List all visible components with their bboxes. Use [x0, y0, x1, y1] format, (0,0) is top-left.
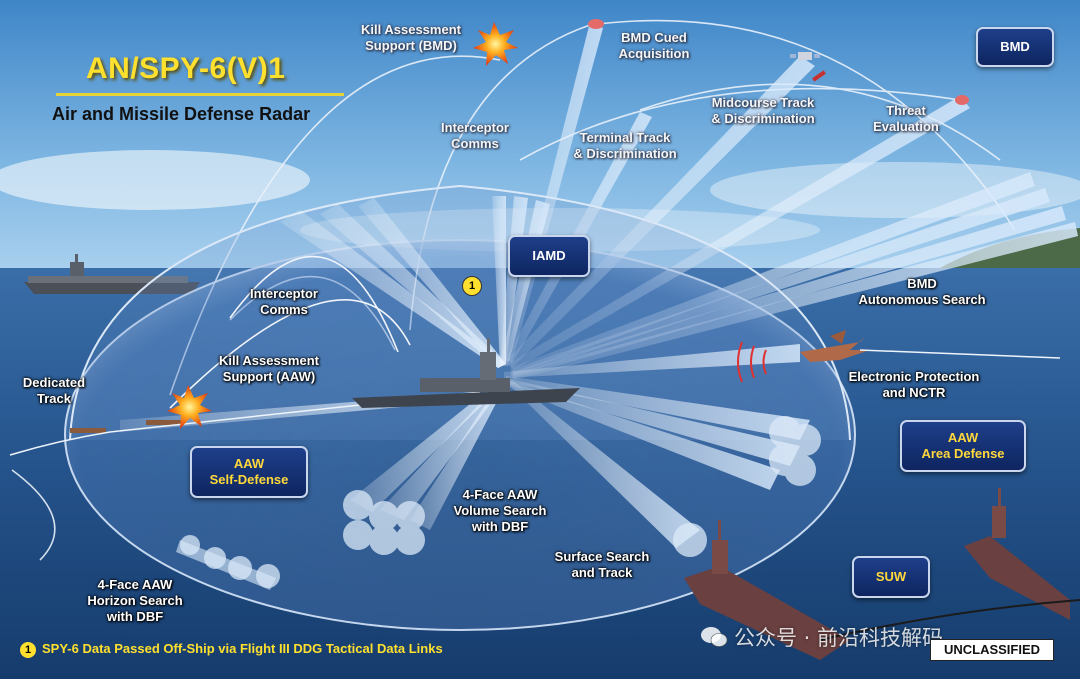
label-bmd-autonomous-search: BMD Autonomous Search — [858, 276, 986, 307]
footnote-marker: 1 — [20, 642, 36, 658]
label-volume-search: 4-Face AAW Volume Search with DBF — [453, 487, 547, 534]
beam-ends — [180, 416, 821, 588]
label-dedicated-track: Dedicated Track — [22, 375, 86, 406]
interceptor-arcs — [169, 255, 411, 409]
label-midcourse-track: Midcourse Track & Discrimination — [711, 95, 815, 126]
ship-icon — [352, 338, 580, 408]
diagram-subtitle: Air and Missile Defense Radar — [52, 104, 311, 124]
satellite-icon — [790, 52, 820, 60]
horizon-line — [819, 599, 1080, 641]
footnote-text: SPY-6 Data Passed Off-Ship via Flight II… — [42, 641, 443, 656]
badge-aaw-self-defense: AAW Self-Defense — [190, 446, 308, 498]
fighter-jet-icon — [800, 330, 870, 362]
watermark: 公众号 · 前沿科技解码 — [700, 622, 943, 652]
explosion-icon — [167, 385, 212, 429]
track-line — [9, 391, 481, 456]
badge-aaw-area-defense: AAW Area Defense — [900, 420, 1026, 472]
footnote: 1 SPY-6 Data Passed Off-Ship via Flight I… — [20, 641, 443, 658]
label-kill-assessment-bmd: Kill Assessment Support (BMD) — [361, 22, 461, 53]
explosion-icon — [473, 22, 518, 66]
badge-suw: SUW — [852, 556, 930, 598]
data-link-marker: 1 — [462, 276, 482, 296]
track-line — [859, 349, 1061, 359]
badge-iamd: IAMD — [508, 235, 590, 277]
ship-icon — [684, 520, 850, 660]
label-electronic-protection: Electronic Protection and NCTR — [848, 369, 980, 400]
cloud — [0, 150, 310, 210]
missile-icon — [70, 420, 182, 433]
classification-label: UNCLASSIFIED — [930, 639, 1054, 661]
label-threat-evaluation: Threat Evaluation — [873, 103, 939, 134]
badge-bmd: BMD — [976, 27, 1054, 67]
aircraft-carrier-icon — [24, 254, 200, 294]
label-interceptor-comms-lower: Interceptor Comms — [250, 286, 318, 317]
label-surface-search: Surface Search and Track — [554, 549, 650, 580]
label-terminal-track: Terminal Track & Discrimination — [573, 130, 677, 161]
ship-icon — [964, 488, 1070, 620]
label-bmd-cued-acquisition: BMD Cued Acquisition — [618, 30, 690, 61]
electronic-protection-arcs — [737, 341, 767, 383]
label-interceptor-comms-upper: Interceptor Comms — [441, 120, 509, 151]
label-horizon-search: 4-Face AAW Horizon Search with DBF — [87, 577, 183, 624]
missile-icon — [812, 70, 826, 82]
watermark-text: 公众号 · 前沿科技解码 — [734, 626, 944, 650]
label-kill-assessment-aaw: Kill Assessment Support (AAW) — [219, 353, 319, 384]
title-underline — [56, 93, 344, 96]
wechat-logo-icon — [701, 627, 728, 647]
diagram-title: AN/SPY-6(V)1 — [86, 52, 286, 85]
target-marker — [955, 95, 969, 105]
search-beams — [120, 196, 810, 590]
target-marker — [588, 19, 604, 29]
